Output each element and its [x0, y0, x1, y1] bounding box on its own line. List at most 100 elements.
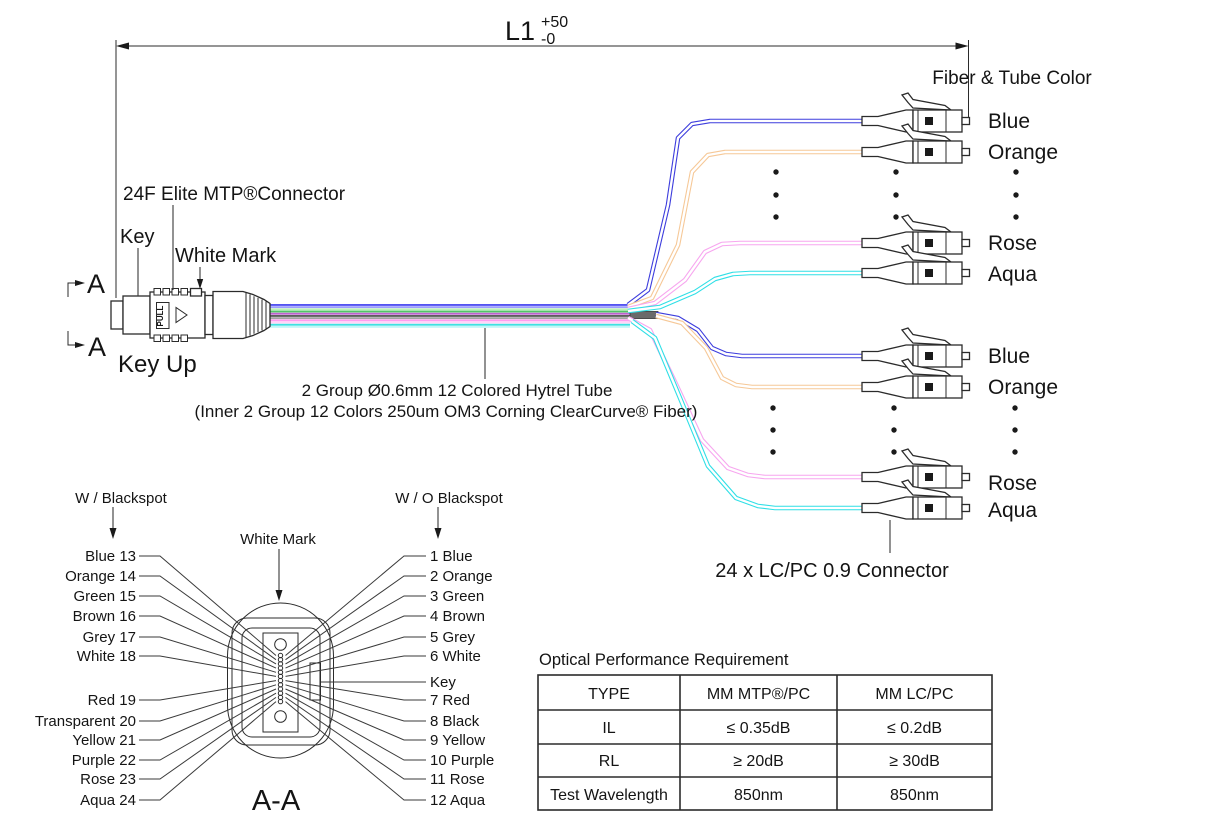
- table-border: [537, 674, 993, 811]
- guide-pin-hole-bottom: [274, 710, 287, 723]
- cable-bundle: [268, 304, 659, 328]
- lc-callout-label: 24 x LC/PC 0.9 Connector: [715, 560, 949, 582]
- table-cell-wavelength-lc: 850nm: [890, 787, 939, 804]
- table-cell-rl-mtp: ≥ 20dB: [733, 753, 784, 770]
- fiber-label-16: Brown 16: [73, 608, 136, 625]
- fiber-label-4: 4 Brown: [430, 608, 485, 625]
- fiber-label-15: Green 15: [73, 588, 136, 605]
- legend-g1-orange: Orange: [988, 141, 1058, 164]
- fiber-label-21: Yellow 21: [72, 732, 136, 749]
- fiber-label-1: 1 Blue: [430, 548, 473, 565]
- lc-connector-callout: 24 x LC/PC 0.9 Connector: [715, 520, 949, 582]
- fiber-label-24: Aqua 24: [80, 792, 136, 809]
- fiber-label-2: 2 Orange: [430, 568, 493, 585]
- table-cell-il-mtp: ≤ 0.35dB: [727, 720, 791, 737]
- performance-table: Optical Performance Requirement TYPE MM …: [537, 651, 993, 811]
- fanout-cables: [626, 118, 864, 511]
- legend-g2-orange: Orange: [988, 376, 1058, 399]
- left-fiber-labels: Blue 13 Orange 14 Green 15 Brown 16 Grey…: [35, 548, 136, 809]
- fiber-label-20: Transparent 20: [35, 713, 136, 730]
- fiber-label-23: Rose 23: [80, 771, 136, 788]
- table-cell-wavelength-mtp: 850nm: [734, 787, 783, 804]
- ferrule-key-label: Key: [430, 674, 456, 691]
- white-mark-square: [189, 287, 203, 297]
- key-slot: [309, 662, 321, 701]
- cable-note-line1: 2 Group Ø0.6mm 12 Colored Hytrel Tube: [302, 381, 613, 400]
- fiber-label-10: 10 Purple: [430, 752, 494, 769]
- ellipsis-dots-group-1: [773, 169, 1019, 220]
- table-cell-rl-lc: ≥ 30dB: [889, 753, 940, 770]
- pull-arrow-icon: [175, 306, 188, 324]
- dimension-arrow-right: [955, 42, 969, 50]
- cable-rose-2: [626, 315, 864, 480]
- lc-connector: [861, 92, 971, 133]
- section-marker-a-bottom: A: [88, 332, 106, 362]
- legend-g2-aqua: Aqua: [988, 499, 1037, 522]
- fiber-label-22: Purple 22: [72, 752, 136, 769]
- cross-section-right-header: W / O Blackspot: [395, 490, 503, 507]
- cross-section-title: A-A: [252, 785, 301, 817]
- cross-section: W / Blackspot W / O Blackspot White Mark: [35, 490, 504, 817]
- table-cell-rl: RL: [599, 753, 620, 770]
- fiber-label-5: 5 Grey: [430, 629, 476, 646]
- mtp-labels: 24F Elite MTP®Connector Key White Mark K…: [118, 184, 346, 378]
- key-up-label: Key Up: [118, 351, 197, 378]
- mtp-housing-ridges: [153, 288, 188, 342]
- legend-title: Fiber & Tube Color: [932, 68, 1092, 89]
- fiber-label-17: Grey 17: [83, 629, 136, 646]
- pull-marking: PULL: [156, 305, 165, 326]
- fiber-label-3: 3 Green: [430, 588, 484, 605]
- lc-connector: [861, 448, 971, 489]
- dimension-arrow-left: [116, 42, 129, 50]
- fiber-label-7: 7 Red: [430, 692, 470, 709]
- fiber-color-legend: Fiber & Tube Color Blue Orange Rose Aqua…: [932, 68, 1092, 522]
- fiber-label-13: Blue 13: [85, 548, 136, 565]
- cable-note: 2 Group Ø0.6mm 12 Colored Hytrel Tube (I…: [195, 328, 698, 421]
- section-cut-markers: A A: [67, 269, 106, 362]
- mtp-connector-drawing: PULL: [110, 287, 271, 342]
- guide-pin-hole-top: [274, 638, 287, 651]
- lc-connector: [861, 214, 971, 255]
- fiber-label-19: Red 19: [88, 692, 136, 709]
- mtp-connector-label: 24F Elite MTP®Connector: [123, 184, 346, 205]
- mtp-boot: [212, 290, 271, 340]
- cable-orange-2: [655, 313, 864, 390]
- fiber-label-18: White 18: [77, 648, 136, 665]
- key-label: Key: [120, 226, 154, 248]
- fiber-label-14: Orange 14: [65, 568, 136, 585]
- legend-g2-blue: Blue: [988, 345, 1030, 368]
- legend-g1-aqua: Aqua: [988, 263, 1037, 286]
- table-title: Optical Performance Requirement: [539, 651, 789, 669]
- white-mark-label: White Mark: [175, 245, 277, 267]
- mtp-ferrule: [122, 295, 151, 335]
- table-cell-il: IL: [602, 720, 615, 737]
- right-fiber-labels: 1 Blue 2 Orange 3 Green 4 Brown 5 Grey 6…: [430, 548, 494, 809]
- ellipsis-dots-group-2: [770, 405, 1018, 455]
- lc-connectors-group-2: [861, 327, 971, 520]
- table-header-type: TYPE: [588, 686, 630, 703]
- pull-tab: [156, 302, 170, 329]
- legend-g1-blue: Blue: [988, 110, 1030, 133]
- cable-blue-2: [655, 311, 864, 359]
- table-cell-wavelength: Test Wavelength: [550, 787, 668, 804]
- mtp-ferrule-tip: [110, 300, 124, 330]
- fiber-label-8: 8 Black: [430, 713, 480, 730]
- left-fiber-leaders: [139, 555, 277, 801]
- upper-tolerance: +50: [541, 14, 568, 31]
- lc-connectors-group-1: [861, 92, 971, 285]
- right-fiber-leaders: [285, 555, 426, 801]
- fiber-label-9: 9 Yellow: [430, 732, 485, 749]
- cross-section-left-header: W / Blackspot: [75, 490, 168, 507]
- mtp-neck: [204, 294, 214, 336]
- mtp-boot-ribs: [245, 292, 267, 338]
- dimension-l1: L1 +50 -0: [115, 14, 969, 298]
- legend-g2-rose: Rose: [988, 472, 1037, 495]
- table-header-mtp: MM MTP®/PC: [707, 686, 810, 703]
- lower-tolerance: -0: [541, 31, 555, 48]
- tube-end: [629, 311, 659, 319]
- cross-section-white-mark-label: White Mark: [240, 531, 316, 548]
- table-header-lc: MM LC/PC: [875, 686, 953, 703]
- cable-note-line2: (Inner 2 Group 12 Colors 250um OM3 Corni…: [195, 402, 698, 421]
